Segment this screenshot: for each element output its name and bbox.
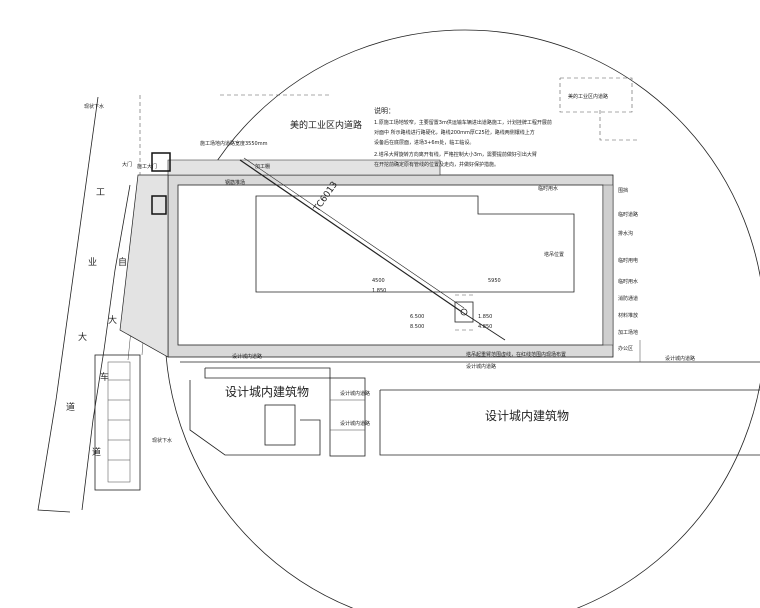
right-legend: 围挡 临时道路 排水沟 临时用电 临时用水 消防通道 材料堆放 加工场地 办公区 [618,187,638,352]
svg-text:临时用水: 临时用水 [618,278,638,285]
left-small-label: 大门 [122,161,132,168]
tl-note: 现状下水 [84,103,104,110]
site-boundary [119,159,614,358]
svg-text:材料堆放: 材料堆放 [618,312,638,319]
notes-line-5: 在开挖前确定原有管线的位置及走向，并做好保护措施。 [374,161,499,168]
top-label-3: 临时用水 [538,185,558,192]
parking-block [94,354,141,491]
svg-text:6.500: 6.500 [410,314,424,320]
building-right-label: 设计城内建筑物 [485,408,569,423]
avenue-char-6: 车 [100,371,109,383]
right-road-label: 设计城内道路 [665,355,695,362]
svg-text:4500: 4500 [372,278,385,284]
svg-text:办公区: 办公区 [618,345,633,352]
mid-right-note: 塔吊位置 [544,251,564,258]
svg-text:加工场地: 加工场地 [618,329,638,336]
svg-text:美的工业区内道路: 美的工业区内道路 [568,93,608,100]
svg-text:临时道路: 临时道路 [618,211,638,218]
top-right-box: 美的工业区内道路 [220,77,633,113]
center-label-1: 设计城内道路 [340,390,370,397]
center-label-2: 设计城内道路 [340,420,370,427]
svg-text:围挡: 围挡 [618,187,628,194]
notes-line-3: 设备后在底层面，进场3+6m处，临工临设。 [374,139,474,146]
notes-line-4: 2.塔吊大臂旋转方向离开有线，严格控制大小3m，需要提前做好引出大臂 [374,151,537,158]
bottom-note: 塔吊起重臂范围虚线，在红线范围内现场布置 [466,351,566,358]
dimension-labels: 4500 5950 6.500 8.500 1.850 4.850 1.850 [372,278,501,330]
lower-buildings: 设计城内道路 设计城内道路 设计城内道路 [180,340,760,457]
svg-text:临时用电: 临时用电 [618,257,638,264]
svg-text:4.850: 4.850 [478,324,492,330]
svg-text:排水沟: 排水沟 [618,230,633,237]
avenue-char-3: 自 [118,256,127,268]
avenue-char-7: 道 [66,401,75,413]
svg-text:1.850: 1.850 [372,288,386,294]
gate-note: 施工大门 [137,163,157,170]
road-width-note: 施工场地内道路宽度3550mm [200,140,268,147]
top-label-2: 钢筋堆场 [225,179,245,186]
avenue-char-5: 大 [78,331,87,343]
gate: 施工大门 现状下水 [84,103,171,215]
notes-line-1: 1.原施工场地较窄，主要留置3m供运输车辆进出道路施工，计划挂牌工程开展前 [374,119,552,126]
avenue-char-8: 道 [92,446,101,458]
avenue-char-2: 业 [88,257,97,268]
svg-text:1.850: 1.850 [478,314,492,320]
svg-text:8.500: 8.500 [410,324,424,330]
avenue-text: 工 业 自 大 大 车 道 道 [66,188,127,458]
avenue-char-4: 大 [108,314,117,326]
internal-road-label: 美的工业区内道路 [290,119,362,131]
notes-title: 说明： [374,106,395,115]
svg-text:消防通道: 消防通道 [618,295,638,302]
design-road-label: 设计城内道路 [232,353,262,360]
building-left-label: 设计城内建筑物 [225,384,309,399]
bottom-left-note: 现状下水 [152,437,172,444]
bottom-note-2: 设计城内道路 [466,363,496,370]
top-label-1: 加工棚 [255,163,270,170]
avenue-char-1: 工 [96,188,105,198]
notes-line-2: 对面中 所示路线进行路硬化，路线200mm厚C25砼，路线两侧镶线上方 [374,129,535,136]
notes-block: 说明： 1.原施工场地较窄，主要留置3m供运输车辆进出道路施工，计划挂牌工程开展… [374,106,552,168]
svg-text:5950: 5950 [488,278,501,284]
building-footprint [255,195,575,293]
